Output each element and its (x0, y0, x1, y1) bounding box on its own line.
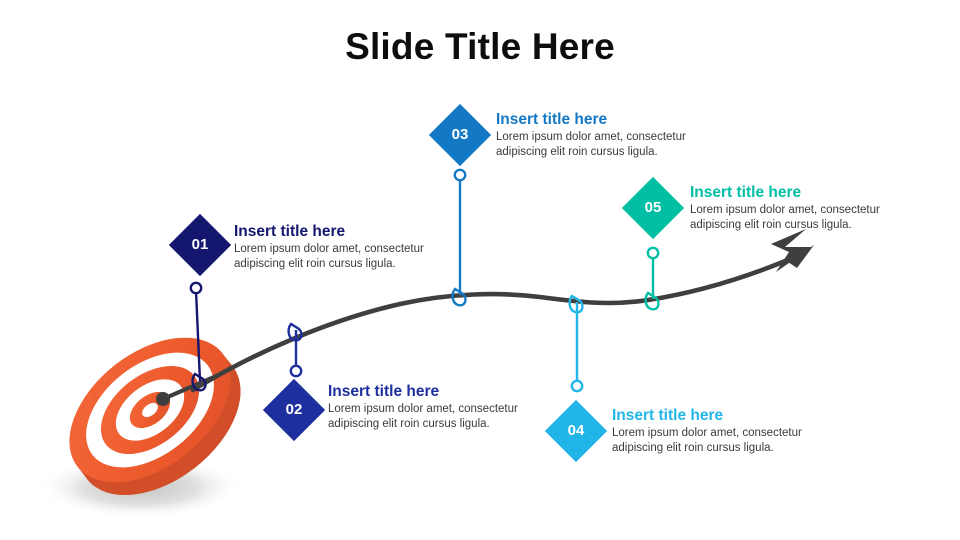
step-number-02: 02 (285, 401, 303, 418)
step-body-05: Lorem ipsum dolor amet, consectetur adip… (690, 204, 880, 231)
step-title-05: Insert title here (690, 184, 802, 201)
dart-shaft-icon (156, 374, 217, 406)
page-title: Slide Title Here (345, 26, 615, 67)
connector-05 (644, 246, 660, 311)
step-number-03: 03 (451, 126, 469, 143)
step-title-04: Insert title here (612, 407, 724, 424)
step-title-01: Insert title here (234, 223, 346, 240)
step-title-02: Insert title here (328, 383, 440, 400)
step-body-02: Lorem ipsum dolor amet, consectetur adip… (328, 403, 518, 430)
step-body-03: Lorem ipsum dolor amet, consectetur adip… (496, 131, 686, 158)
connector-03 (451, 168, 467, 307)
connector-04 (568, 294, 584, 393)
step-number-01: 01 (191, 236, 209, 253)
connector-02 (287, 322, 303, 378)
target-shadow (37, 455, 243, 519)
connector-01 (189, 281, 207, 392)
step-body-04: Lorem ipsum dolor amet, consectetur adip… (612, 427, 802, 454)
target-dartboard-icon (69, 337, 241, 496)
step-body-01: Lorem ipsum dolor amet, consectetur adip… (234, 243, 424, 270)
step-title-03: Insert title here (496, 111, 608, 128)
step-number-04: 04 (567, 422, 585, 439)
step-number-05: 05 (644, 199, 662, 216)
